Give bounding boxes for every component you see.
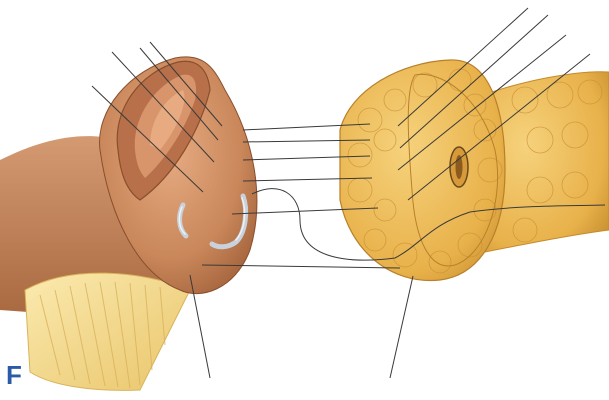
mucosal-opening (450, 147, 468, 187)
panel-letter: F (6, 360, 22, 391)
leader-line (390, 276, 413, 378)
bowel-segment (340, 60, 609, 281)
muscle-strip (25, 273, 190, 390)
